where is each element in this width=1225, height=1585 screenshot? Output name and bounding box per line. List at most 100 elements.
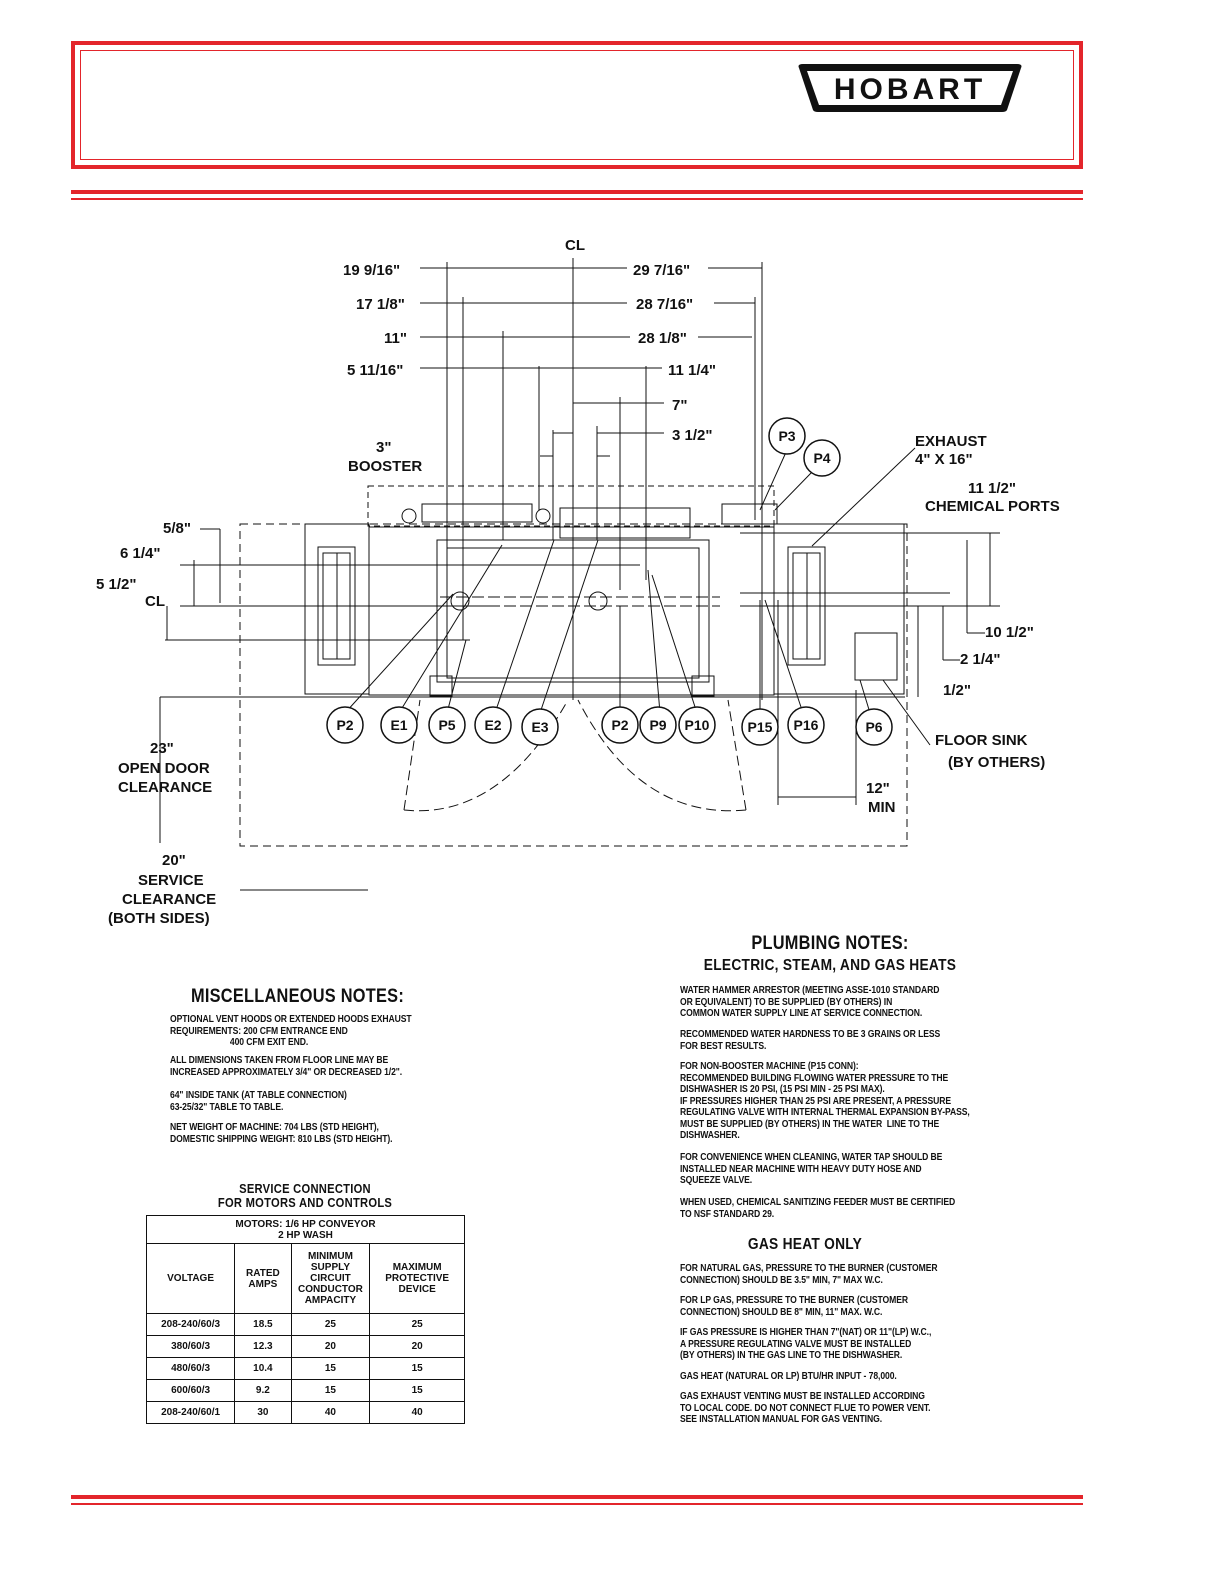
header-min-ampacity: MINIMUM SUPPLY CIRCUIT CONDUCTOR AMPACIT… xyxy=(290,1243,371,1314)
open-door-dim: 23" xyxy=(150,740,174,757)
connector-p4: P4 xyxy=(813,450,830,466)
dim-19-9-16: 19 9/16" xyxy=(343,262,400,279)
dim-11: 11" xyxy=(384,330,407,347)
header-frame-inner xyxy=(80,50,1074,160)
connector-p15: P15 xyxy=(748,719,773,735)
service-clearance: CLEARANCE xyxy=(122,891,216,908)
top-rule-thick xyxy=(71,190,1083,194)
connector-e2: E2 xyxy=(484,717,501,733)
table-cell: 10.4 xyxy=(234,1357,292,1380)
service-connection-table: MOTORS: 1/6 HP CONVEYOR 2 HP WASH VOLTAG… xyxy=(145,1215,465,1424)
table-cell: 208-240/60/3 xyxy=(145,1313,236,1336)
table-cell: 15 xyxy=(369,1379,465,1402)
dim-29-7-16: 29 7/16" xyxy=(633,262,690,279)
service-table-subtitle: FOR MOTORS AND CONTROLS xyxy=(217,1195,393,1210)
booster-label: BOOSTER xyxy=(348,458,422,475)
motors-header: MOTORS: 1/6 HP CONVEYOR 2 HP WASH xyxy=(146,1215,465,1244)
service-table-title: SERVICE CONNECTION xyxy=(239,1181,371,1196)
table-cell: 12.3 xyxy=(234,1335,292,1358)
connector-p5: P5 xyxy=(438,717,455,733)
gas-note: GAS HEAT (NATURAL OR LP) BTU/HR INPUT - … xyxy=(680,1371,897,1382)
floor-sink-label: FLOOR SINK xyxy=(935,732,1028,749)
table-cell: 480/60/3 xyxy=(145,1357,236,1380)
min-dim: 12" xyxy=(866,780,890,797)
booster-dim: 3" xyxy=(376,439,391,456)
booster-unit xyxy=(559,507,691,539)
top-rule-thin xyxy=(71,198,1083,200)
connector-p16: P16 xyxy=(794,717,819,733)
table-cell: 25 xyxy=(369,1313,465,1336)
dim-5-8: 5/8" xyxy=(163,520,191,537)
service-dim: 20" xyxy=(162,852,186,869)
dim-3-1-2: 3 1/2" xyxy=(672,427,712,444)
gas-heat-title: GAS HEAT ONLY xyxy=(747,1236,863,1253)
top-equipment-outline xyxy=(367,485,775,527)
table-cell: 30 xyxy=(234,1401,292,1424)
table-cell: 15 xyxy=(369,1357,465,1380)
table-cell: 208-240/60/1 xyxy=(145,1401,236,1424)
gas-note: FOR LP GAS, PRESSURE TO THE BURNER (CUST… xyxy=(680,1295,908,1318)
table-cell: 20 xyxy=(369,1335,465,1358)
centerline-label-left: CL xyxy=(145,593,165,610)
chemical-ports-label: CHEMICAL PORTS xyxy=(925,498,1060,515)
dim-10-1-2: 10 1/2" xyxy=(985,624,1034,641)
dim-28-7-16: 28 7/16" xyxy=(636,296,693,313)
gas-note: FOR NATURAL GAS, PRESSURE TO THE BURNER … xyxy=(680,1263,938,1286)
dim-5-1-2: 5 1/2" xyxy=(96,576,136,593)
hobart-logo: HOBART xyxy=(795,62,1025,114)
table-cell: 9.2 xyxy=(234,1379,292,1402)
right-table xyxy=(773,523,905,695)
table-cell: 25 xyxy=(290,1313,371,1336)
plumbing-note: WATER HAMMER ARRESTOR (MEETING ASSE-1010… xyxy=(680,985,940,1019)
dim-5-11-16: 5 11/16" xyxy=(347,362,403,379)
plumbing-note: RECOMMENDED WATER HARDNESS TO BE 3 GRAIN… xyxy=(680,1029,941,1052)
connector-e3: E3 xyxy=(531,719,548,735)
misc-notes-title: MISCELLANEOUS NOTES: xyxy=(190,986,405,1007)
header-rated-amps: RATED AMPS xyxy=(234,1243,292,1314)
table-cell: 18.5 xyxy=(234,1313,292,1336)
header-max-device: MAXIMUM PROTECTIVE DEVICE xyxy=(369,1243,465,1314)
dim-17-1-8: 17 1/8" xyxy=(356,296,405,313)
exhaust-label: EXHAUST xyxy=(915,433,987,450)
bottom-rule-thick xyxy=(71,1495,1083,1499)
misc-note: OPTIONAL VENT HOODS OR EXTENDED HOODS EX… xyxy=(170,1014,412,1048)
header-frame-outer xyxy=(71,41,1083,169)
misc-note: 64" INSIDE TANK (AT TABLE CONNECTION) 63… xyxy=(170,1090,347,1113)
dim-6-1-4: 6 1/4" xyxy=(120,545,160,562)
open-door-clearance: CLEARANCE xyxy=(118,779,212,796)
dim-11-1-4: 11 1/4" xyxy=(668,362,716,379)
connector-p2-right: P2 xyxy=(611,717,628,733)
plumbing-note: FOR NON-BOOSTER MACHINE (P15 CONN): RECO… xyxy=(680,1061,970,1141)
dim-28-1-8: 28 1/8" xyxy=(638,330,687,347)
table-cell: 15 xyxy=(290,1357,371,1380)
connector-p10: P10 xyxy=(685,717,710,733)
open-door-label: OPEN DOOR xyxy=(118,760,210,777)
service-both-sides: (BOTH SIDES) xyxy=(108,910,210,927)
plumbing-notes-subtitle: ELECTRIC, STEAM, AND GAS HEATS xyxy=(703,957,957,974)
table-cell: 40 xyxy=(369,1401,465,1424)
connector-p2-left: P2 xyxy=(336,717,353,733)
floor-plan-drawing: CL CL 19 9/16" 17 1/8" 11" 5 11/16" 29 7… xyxy=(96,237,1060,927)
centerline-label: CL xyxy=(565,237,585,254)
connector-p3: P3 xyxy=(778,428,795,444)
plumbing-note: FOR CONVENIENCE WHEN CLEANING, WATER TAP… xyxy=(680,1152,943,1186)
table-cell: 20 xyxy=(290,1335,371,1358)
bottom-rule-thin xyxy=(71,1503,1083,1505)
chemical-ports-dim: 11 1/2" xyxy=(968,480,1016,497)
machine-body xyxy=(368,526,775,696)
floor-sink xyxy=(854,632,898,681)
table-cell: 380/60/3 xyxy=(145,1335,236,1358)
misc-note: NET WEIGHT OF MACHINE: 704 LBS (STD HEIG… xyxy=(170,1122,393,1145)
header-voltage: VOLTAGE xyxy=(145,1243,236,1314)
dim-2-1-4: 2 1/4" xyxy=(960,651,1000,668)
motors-line-1: MOTORS: 1/6 HP CONVEYOR xyxy=(235,1218,376,1230)
table-cell: 15 xyxy=(290,1379,371,1402)
gas-note: GAS EXHAUST VENTING MUST BE INSTALLED AC… xyxy=(680,1391,931,1425)
motors-line-2: 2 HP WASH xyxy=(278,1229,333,1241)
table-cell: 40 xyxy=(290,1401,371,1424)
plumbing-note: WHEN USED, CHEMICAL SANITIZING FEEDER MU… xyxy=(680,1197,956,1220)
